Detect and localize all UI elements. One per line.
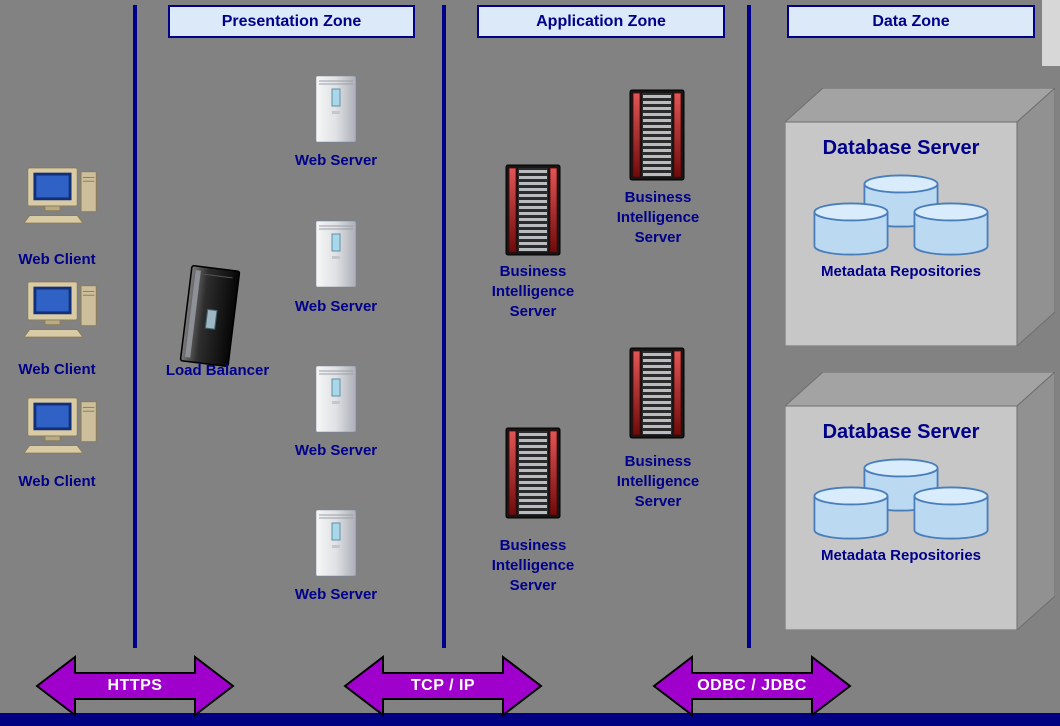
bi-server-label: Business Intelligence Server bbox=[491, 263, 575, 320]
database-cylinder-icon bbox=[813, 202, 889, 256]
arrow-label: TCP / IP bbox=[410, 677, 476, 694]
database-cylinder-icon bbox=[913, 486, 989, 540]
bi-server-icon bbox=[505, 164, 561, 256]
arrow-label: ODBC / JDBC bbox=[697, 677, 807, 694]
zone-divider bbox=[133, 5, 137, 648]
web-server-label: Web Server bbox=[294, 152, 378, 169]
bi-server-icon bbox=[629, 89, 685, 181]
bi-server-icon bbox=[629, 347, 685, 439]
web-server-label: Web Server bbox=[294, 442, 378, 459]
database-server-title: Database Server bbox=[822, 421, 980, 443]
database-cylinders-icon bbox=[813, 174, 989, 256]
load-balancer-label: Load Balancer bbox=[165, 362, 270, 379]
web-server-label: Web Server bbox=[294, 586, 378, 603]
zone-divider bbox=[747, 5, 751, 648]
database-cylinder-icon bbox=[813, 486, 889, 540]
tcpip-arrow: TCP / IP bbox=[343, 654, 543, 718]
https-arrow: HTTPS bbox=[35, 654, 235, 718]
presentation-zone-header: Presentation Zone bbox=[168, 5, 415, 38]
bi-server-label: Business Intelligence Server bbox=[491, 537, 575, 594]
bi-server-label: Business Intelligence Server bbox=[616, 189, 700, 246]
web-client-label: Web Client bbox=[18, 473, 96, 490]
web-client-icon bbox=[22, 166, 102, 225]
web-server-label: Web Server bbox=[294, 298, 378, 315]
web-client-icon bbox=[22, 280, 102, 339]
web-client-label: Web Client bbox=[18, 251, 96, 268]
web-client-label: Web Client bbox=[18, 361, 96, 378]
web-server-icon bbox=[314, 508, 358, 578]
metadata-repositories-label: Metadata Repositories bbox=[820, 263, 982, 280]
data-zone-header: Data Zone bbox=[787, 5, 1035, 38]
web-server-icon bbox=[314, 364, 358, 434]
bi-server-icon bbox=[505, 427, 561, 519]
load-balancer-icon bbox=[177, 263, 243, 369]
web-client-icon bbox=[22, 396, 102, 455]
bi-server-label: Business Intelligence Server bbox=[616, 453, 700, 510]
database-server-box: Database Server Metadata Repositories bbox=[785, 88, 1055, 346]
odbc-jdbc-arrow: ODBC / JDBC bbox=[652, 654, 852, 718]
database-server-title: Database Server bbox=[822, 137, 980, 159]
database-cylinder-icon bbox=[913, 202, 989, 256]
database-cylinders-icon bbox=[813, 458, 989, 540]
metadata-repositories-label: Metadata Repositories bbox=[820, 547, 982, 564]
application-zone-header: Application Zone bbox=[477, 5, 725, 38]
corner-highlight bbox=[1042, 0, 1060, 66]
web-server-icon bbox=[314, 219, 358, 289]
database-server-box: Database Server Metadata Repositories bbox=[785, 372, 1055, 630]
arrow-label: HTTPS bbox=[107, 677, 163, 694]
bottom-bar bbox=[0, 713, 1060, 726]
web-server-icon bbox=[314, 74, 358, 144]
zone-divider bbox=[442, 5, 446, 648]
